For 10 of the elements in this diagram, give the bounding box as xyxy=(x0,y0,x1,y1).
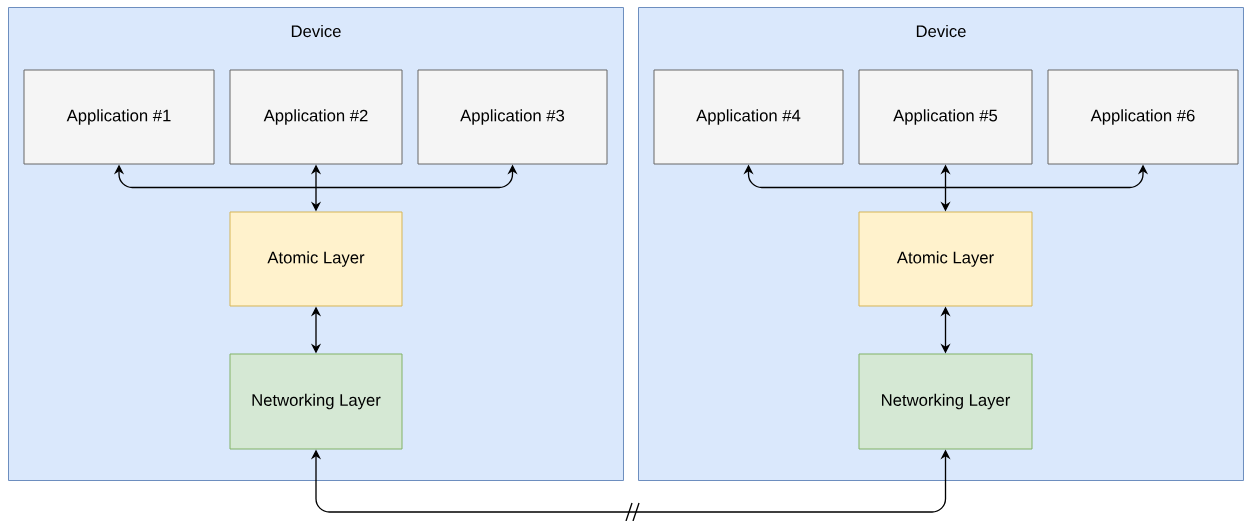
application-box: Application #2 xyxy=(229,69,403,165)
layer-box: Networking Layer xyxy=(229,353,403,450)
layer-box: Atomic Layer xyxy=(229,211,403,307)
application-box: Application #6 xyxy=(1047,69,1239,165)
application-box: Application #1 xyxy=(23,69,215,165)
application-box: Application #4 xyxy=(653,69,844,165)
application-box: Application #3 xyxy=(417,69,608,165)
layer-box: Networking Layer xyxy=(858,353,1033,450)
layer-box: Atomic Layer xyxy=(858,211,1033,307)
application-box: Application #5 xyxy=(858,69,1033,165)
